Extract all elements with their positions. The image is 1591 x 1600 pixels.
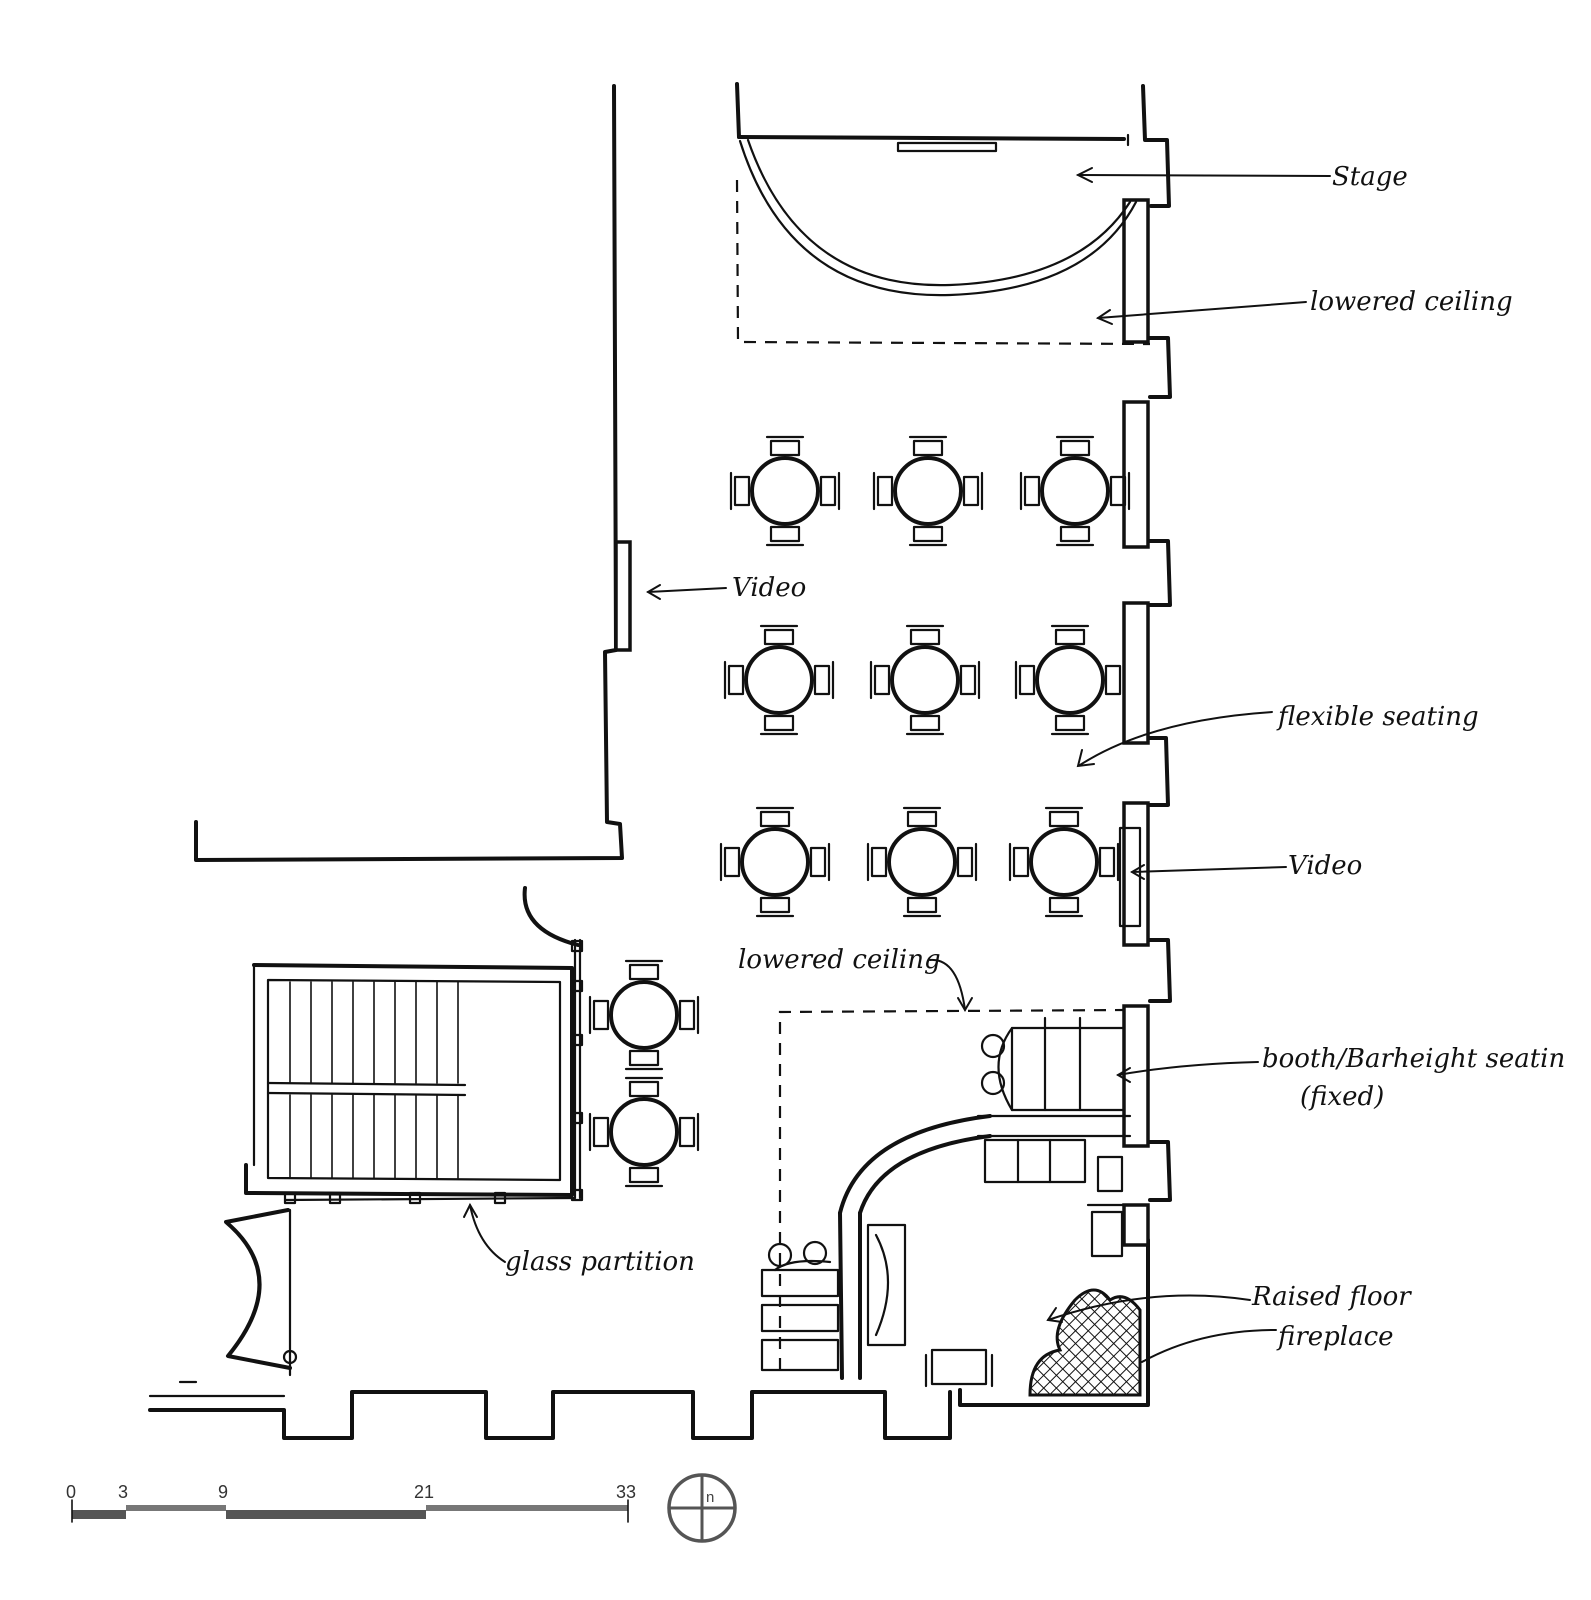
fireplace-hearth bbox=[1028, 1288, 1142, 1397]
table-with-chairs bbox=[1008, 806, 1120, 918]
label-lowered-ceiling-bottom: lowered ceiling bbox=[738, 945, 941, 975]
lowered-ceiling-lounge-zone bbox=[778, 1008, 1126, 1370]
label-booth-line2: (fixed) bbox=[1300, 1082, 1384, 1112]
label-video-right: Video bbox=[1288, 851, 1362, 881]
label-fireplace: fireplace bbox=[1276, 1322, 1394, 1352]
annotation-flexible-seating: flexible seating bbox=[1076, 702, 1479, 768]
label-flexible-seating: flexible seating bbox=[1276, 702, 1479, 732]
annotation-lowered-ceiling-bottom: lowered ceiling bbox=[738, 945, 973, 1012]
north-arrow: n bbox=[667, 1473, 737, 1543]
stage bbox=[737, 133, 1138, 297]
scale-bar: 0 3 9 21 33 bbox=[66, 1482, 636, 1523]
annotation-lowered-ceiling-top: lowered ceiling bbox=[1095, 287, 1513, 325]
table-with-chairs bbox=[1014, 624, 1126, 736]
scale-tick-9: 9 bbox=[218, 1482, 228, 1502]
scale-tick-3: 3 bbox=[118, 1482, 128, 1502]
annotation-video-right: Video bbox=[1130, 851, 1362, 881]
annotation-stage: Stage bbox=[1075, 162, 1408, 192]
table-with-chairs bbox=[723, 624, 835, 736]
north-arrow-label: n bbox=[706, 1489, 714, 1506]
annotation-video-left: Video bbox=[646, 573, 806, 603]
table-with-chairs bbox=[869, 624, 981, 736]
flexible-seating-tables bbox=[588, 435, 1131, 1188]
lowered-ceiling-stage-zone bbox=[735, 179, 1151, 346]
annotation-glass-partition: glass partition bbox=[463, 1202, 695, 1277]
table-with-chairs bbox=[872, 435, 984, 547]
table-with-chairs bbox=[729, 435, 841, 547]
annotation-raised-floor: Raised floor bbox=[1046, 1282, 1412, 1323]
table-with-chairs bbox=[719, 806, 831, 918]
scale-tick-21: 21 bbox=[414, 1482, 434, 1502]
label-stage: Stage bbox=[1332, 162, 1408, 192]
video-screen-left bbox=[614, 540, 632, 652]
entry-door bbox=[224, 886, 580, 1377]
scale-tick-33: 33 bbox=[616, 1482, 636, 1502]
stair bbox=[244, 963, 574, 1197]
exterior-walls bbox=[148, 82, 1172, 1440]
label-booth-line1: booth/Barheight seatin bbox=[1262, 1044, 1565, 1074]
table-with-chairs bbox=[588, 1076, 700, 1188]
label-video-left: Video bbox=[732, 573, 806, 603]
glass-partition bbox=[283, 938, 584, 1205]
label-glass-partition: glass partition bbox=[505, 1247, 695, 1277]
right-wall-panels bbox=[1122, 198, 1150, 1247]
table-with-chairs bbox=[866, 806, 978, 918]
table-with-chairs bbox=[1019, 435, 1131, 547]
annotation-booth: booth/Barheight seatin (fixed) bbox=[1116, 1044, 1565, 1112]
scale-tick-0: 0 bbox=[66, 1482, 76, 1502]
booth-bar-seating bbox=[760, 1016, 1142, 1397]
label-lowered-ceiling-top: lowered ceiling bbox=[1310, 287, 1513, 317]
annotation-fireplace: fireplace bbox=[1141, 1322, 1394, 1363]
stair-treads bbox=[289, 981, 459, 1179]
label-raised-floor: Raised floor bbox=[1251, 1282, 1412, 1312]
table-with-chairs bbox=[588, 959, 700, 1071]
